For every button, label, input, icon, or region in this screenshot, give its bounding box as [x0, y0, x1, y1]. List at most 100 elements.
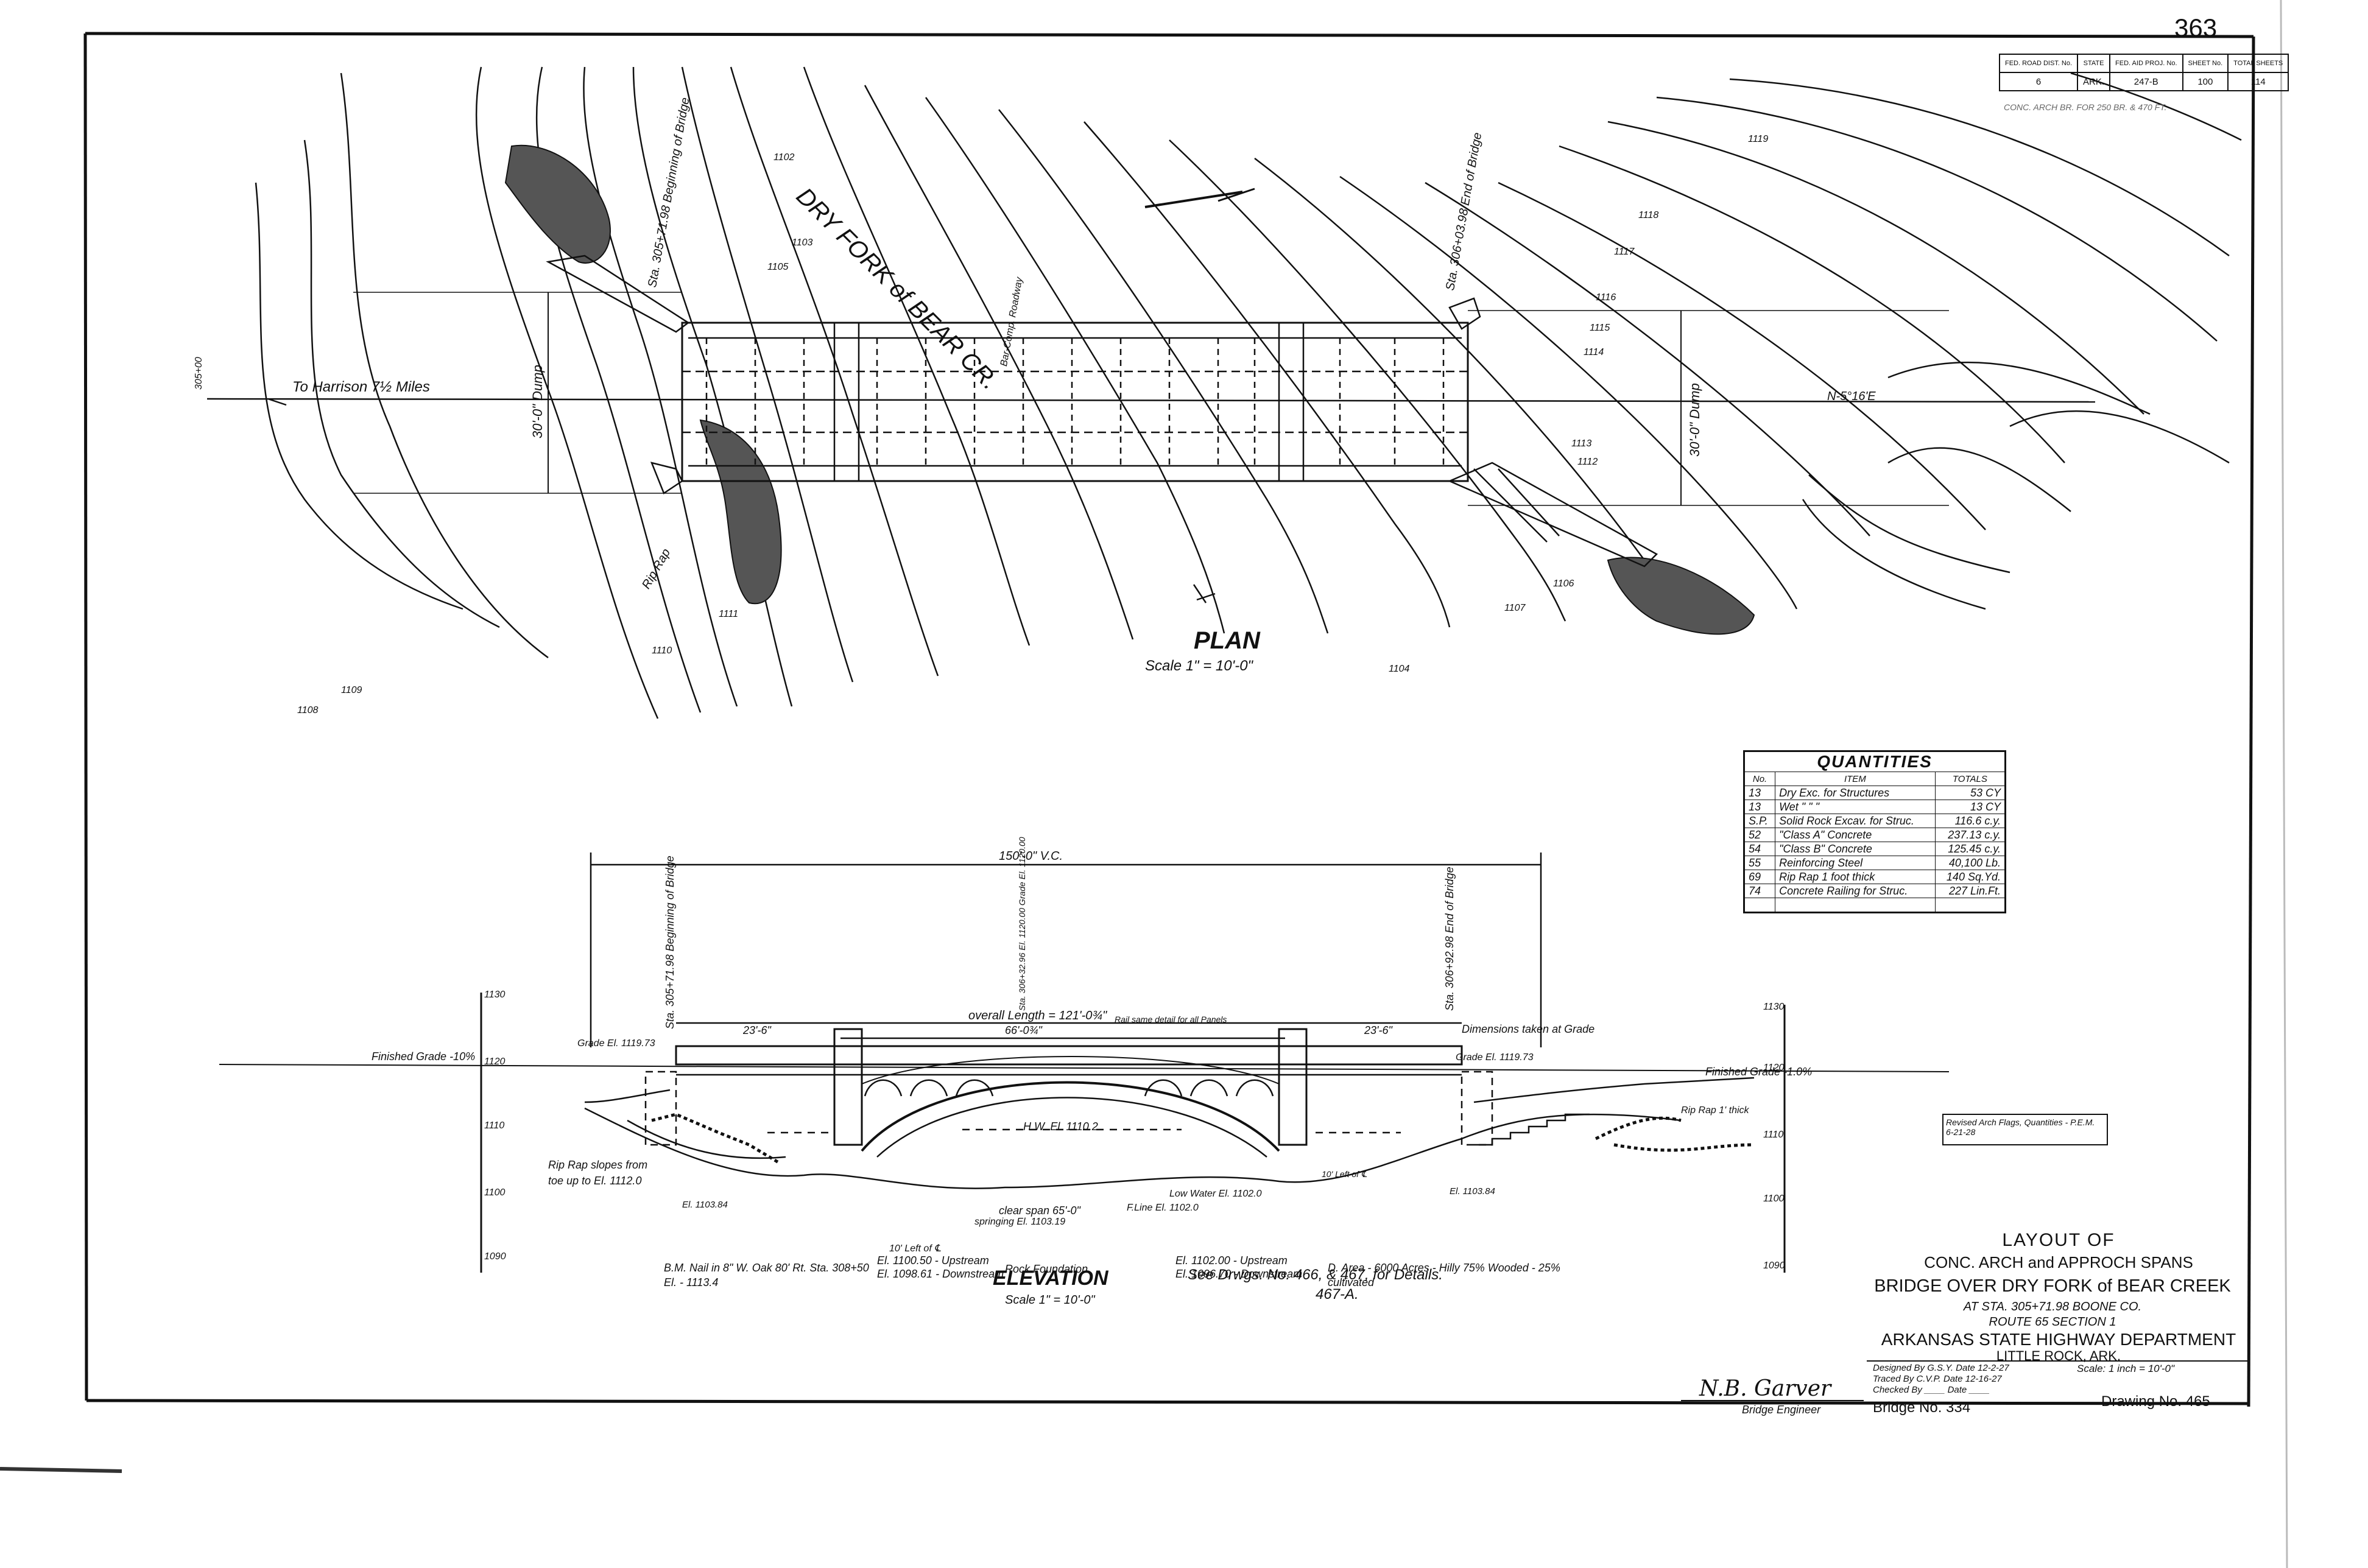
header-table: FED. ROAD DIST. No. STATE FED. AID PROJ.… — [1998, 54, 2289, 91]
bearing-label: N-5°16'E — [1827, 390, 1876, 403]
qty-item: "Class A" Concrete — [1775, 828, 1936, 842]
riprap-slopes: Rip Rap slopes from toe up to El. 1112.0 — [548, 1159, 648, 1187]
left-of-cl-right: 10' Left of ℄ — [1322, 1169, 1367, 1179]
title-block-lines — [1681, 1114, 2247, 1401]
springing: springing El. 1103.19 — [974, 1217, 1066, 1227]
header-value: 247-B — [2109, 72, 2183, 91]
plan-contours — [255, 66, 2242, 719]
dump-right-label: 30'-0" Dump — [1687, 383, 1702, 457]
el-right: El. 1103.84 — [1450, 1186, 1495, 1197]
contour-label: 1108 — [297, 705, 319, 715]
scale-tick-left: 1130 — [484, 990, 506, 1000]
title-line-1: LAYOUT OF — [2002, 1230, 2115, 1250]
header-value: ARK. — [2077, 72, 2111, 91]
qty-item: Rip Rap 1 foot thick — [1775, 870, 1936, 884]
title-line-4: AT STA. 305+71.98 BOONE CO. — [1963, 1300, 2142, 1313]
contour-label: 1119 — [1748, 134, 1769, 144]
header-cell: SHEET No. — [2182, 54, 2229, 73]
qty-no: 54 — [1743, 842, 1776, 856]
overall-length: overall Length = 121'-0¾" — [968, 1009, 1107, 1022]
qty-item: Concrete Railing for Struc. — [1775, 884, 1936, 898]
elev-station-start: Sta. 305+71.98 Beginning of Bridge — [664, 856, 676, 1029]
traced-by: Traced By C.V.P. Date 12-16-27 — [1873, 1374, 2002, 1384]
center-span: 66'-0¾" — [1005, 1024, 1042, 1036]
table-row — [1743, 898, 2006, 913]
bridge-engineer: Bridge Engineer — [1742, 1404, 1821, 1416]
high-water: H.W. El. 1110.2 — [1023, 1120, 1098, 1133]
header-cell: FED. AID PROJ. No. — [2109, 54, 2183, 73]
downstream-left: El. 1098.61 - Downstream — [877, 1268, 1004, 1280]
riprap-plan — [504, 144, 1755, 635]
contour-label: 1112 — [1577, 457, 1598, 467]
header-cell: FED. ROAD DIST. No. — [1998, 54, 2079, 73]
contour-label: 1111 — [719, 609, 739, 619]
qty-item: Solid Rock Excav. for Struc. — [1775, 814, 1936, 828]
riprap-right: Rip Rap 1' thick — [1681, 1105, 1749, 1116]
contour-label: 1106 — [1553, 578, 1574, 589]
contour-label: 1117 — [1614, 247, 1635, 257]
elev-station-end: Sta. 306+92.98 End of Bridge — [1443, 867, 1456, 1011]
contour-label: 1118 — [1638, 210, 1659, 220]
drainage-area: D. Area - 6000 Acres - Hilly 75% Wooded … — [1328, 1262, 1560, 1289]
see-drawings: See Drwgs. No. 466, & 467, for Details. — [1188, 1267, 1443, 1283]
quantities-header: No. — [1743, 772, 1776, 786]
designed-by: Designed By G.S.Y. Date 12-2-27 — [1873, 1363, 2009, 1373]
rail-note: Rail same detail for all Panels — [1115, 1014, 1227, 1024]
sheet-number: 363 — [2174, 13, 2218, 42]
contour-label: 1102 — [773, 152, 795, 163]
drawing-number: Drawing No. 465 — [2101, 1393, 2210, 1410]
sheet-border — [0, 0, 2288, 1568]
qty-item: Reinforcing Steel — [1775, 856, 1936, 870]
scale-tick-right: 1090 — [1763, 1260, 1785, 1271]
contour-label: 1113 — [1571, 438, 1592, 449]
qty-no: 13 — [1743, 800, 1776, 814]
el-left: El. 1103.84 — [682, 1200, 728, 1210]
finished-grade-right: Finished Grade -1.0% — [1705, 1066, 1813, 1078]
checked-by: Checked By ____ Date ____ — [1873, 1385, 1990, 1395]
plan-scale: Scale 1" = 10'-0" — [1145, 658, 1253, 674]
contour-label: 1107 — [1504, 603, 1526, 613]
title-line-7: LITTLE ROCK, ARK. — [1996, 1348, 2121, 1363]
qty-item: Dry Exc. for Structures — [1775, 786, 1936, 800]
qty-no: 69 — [1743, 870, 1776, 884]
quantities-title: QUANTITIES — [1744, 751, 2006, 772]
qty-no: 74 — [1743, 884, 1776, 898]
revised-stamp: Revised Arch Flags, Quantities - P.E.M. … — [1946, 1117, 2095, 1137]
header-value: 6 — [1998, 72, 2079, 91]
title-line-2: CONC. ARCH and APPROCH SPANS — [1924, 1253, 2193, 1271]
scale-tick-left: 1120 — [484, 1056, 506, 1067]
qty-no: 13 — [1743, 786, 1776, 800]
contour-label: 1103 — [792, 237, 813, 248]
see-drawings-2: 467-A. — [1316, 1286, 1359, 1303]
upstream-right: El. 1102.00 - Upstream — [1175, 1254, 1288, 1267]
title-line-6: ARKANSAS STATE HIGHWAY DEPARTMENT — [1881, 1330, 2236, 1349]
rock-foundation: Rock Foundation — [1005, 1263, 1088, 1275]
dump-left-label: 30'-0" Dump — [530, 365, 545, 438]
span-right: 23'-6" — [1364, 1024, 1392, 1036]
plan-reference-lines — [206, 188, 2096, 603]
qty-item: Wet " " " — [1775, 800, 1936, 814]
grade-right: Grade El. 1119.73 — [1456, 1052, 1534, 1063]
header-cell: TOTAL SHEETS — [2227, 54, 2289, 73]
overall-vc: 150'-0" V.C. — [999, 849, 1063, 863]
title-line-3: BRIDGE OVER DRY FORK of BEAR CREEK — [1874, 1276, 2231, 1296]
scale-tick-right: 1110 — [1763, 1130, 1784, 1140]
left-of-cl: 10' Left of ℄ — [889, 1243, 941, 1254]
contour-label: 1105 — [767, 262, 789, 272]
signature: N.B. Garver — [1699, 1376, 1831, 1401]
elevation-scale: Scale 1" = 10'-0" — [1005, 1293, 1095, 1307]
contour-label: 1104 — [1389, 664, 1410, 674]
benchmark: B.M. Nail in 8" W. Oak 80' Rt. Sta. 308+… — [664, 1262, 869, 1289]
title-scale: Scale: 1 inch = 10'-0" — [2077, 1363, 2175, 1374]
qty-total: 237.13 c.y. — [1934, 828, 2006, 842]
contour-label: 1115 — [1590, 323, 1610, 333]
qty-item: "Class B" Concrete — [1775, 842, 1936, 856]
